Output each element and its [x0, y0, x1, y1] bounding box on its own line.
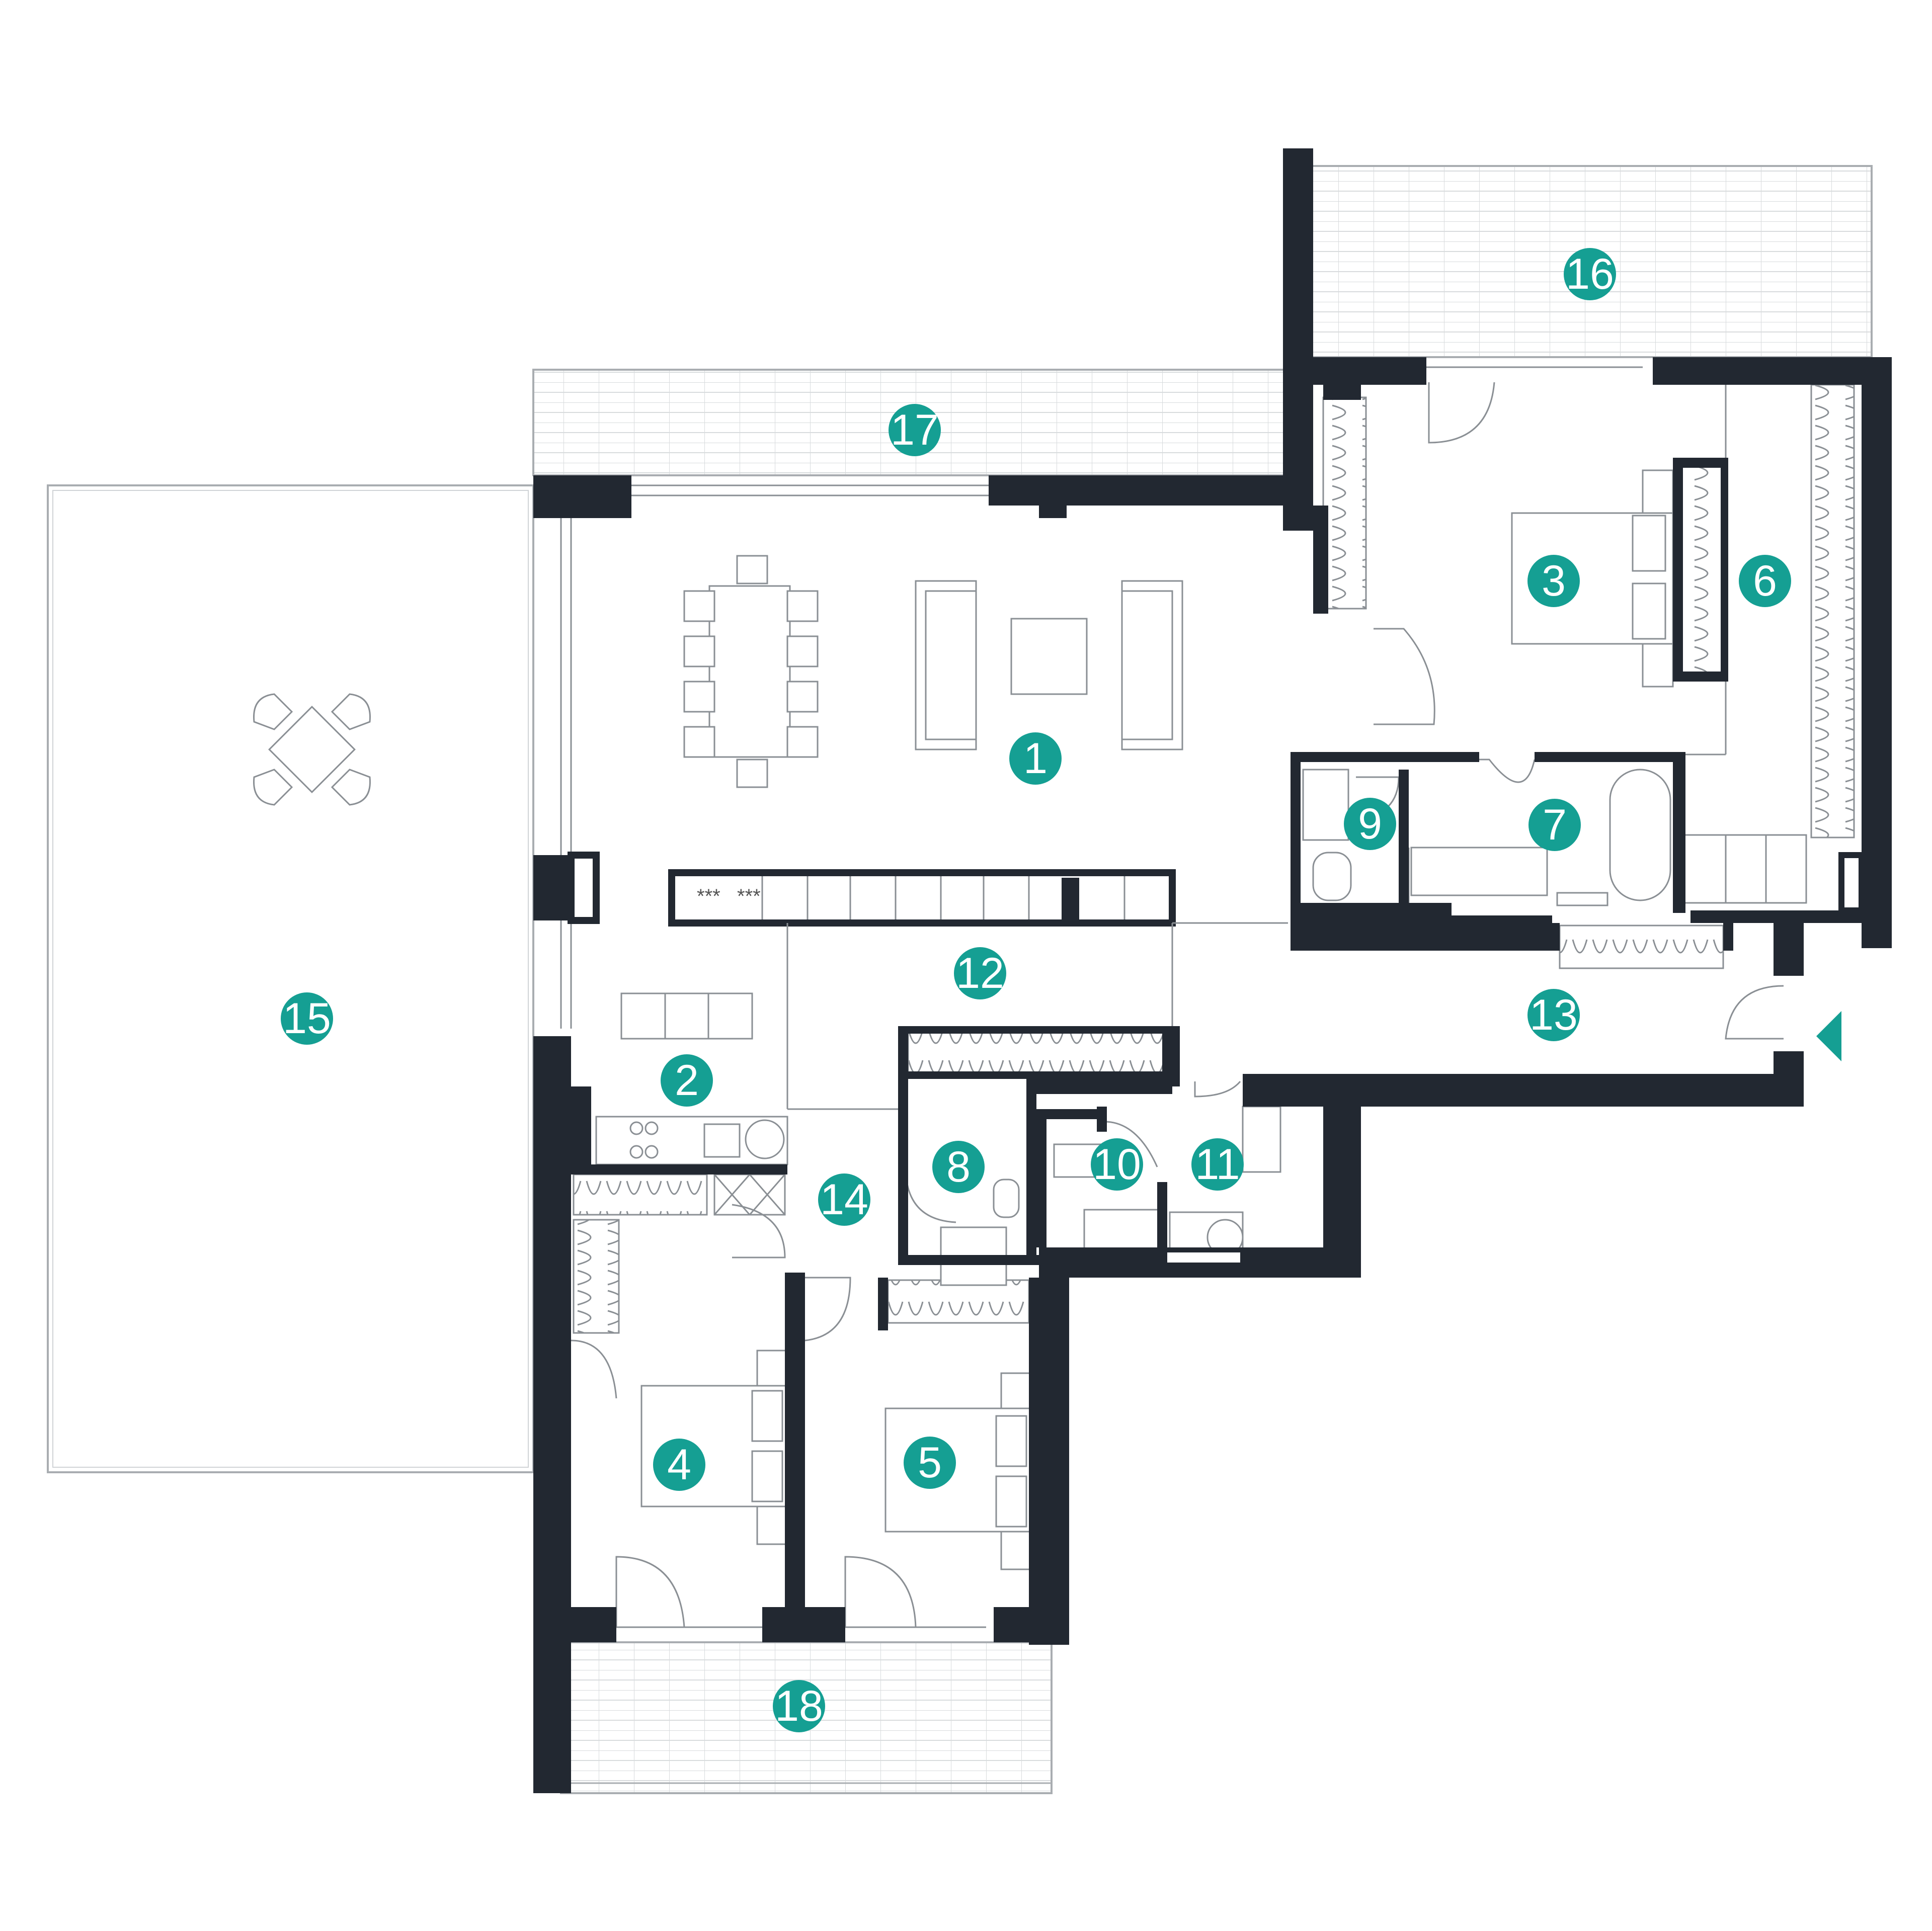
room-marker-3[interactable]: 3	[1527, 555, 1580, 607]
svg-text:7: 7	[1543, 801, 1567, 849]
room-marker-6[interactable]: 6	[1739, 555, 1791, 607]
terrace-15	[47, 484, 534, 1473]
kitchen-cabinet-row: *** ***	[668, 869, 1176, 927]
kitchen-fixtures	[595, 992, 788, 1165]
room-marker-16[interactable]: 16	[1564, 248, 1616, 300]
svg-text:1: 1	[1023, 734, 1048, 783]
interior-lines	[560, 366, 1727, 1628]
svg-text:5: 5	[918, 1439, 942, 1487]
svg-text:13: 13	[1530, 991, 1578, 1039]
room-marker-14[interactable]: 14	[818, 1173, 870, 1226]
svg-text:18: 18	[775, 1682, 823, 1730]
svg-text:***: ***	[697, 885, 720, 907]
room-marker-8[interactable]: 8	[932, 1141, 985, 1193]
room-marker-15[interactable]: 15	[281, 992, 333, 1045]
svg-text:6: 6	[1753, 557, 1777, 605]
svg-text:12: 12	[956, 949, 1004, 997]
room-marker-7[interactable]: 7	[1528, 799, 1581, 851]
triangle-arrow-icon	[1816, 1011, 1841, 1061]
walls	[533, 148, 1892, 1793]
svg-text:10: 10	[1093, 1140, 1141, 1189]
room-marker-11[interactable]: 11	[1191, 1138, 1244, 1191]
room-marker-1[interactable]: 1	[1009, 732, 1062, 785]
room-marker-18[interactable]: 18	[773, 1680, 825, 1732]
svg-text:14: 14	[820, 1176, 868, 1224]
bed-room-5	[884, 1372, 1032, 1570]
door-swings[interactable]	[571, 382, 1784, 1628]
room-marker-2[interactable]: 2	[661, 1054, 713, 1107]
svg-text:9: 9	[1358, 800, 1382, 848]
room-marker-13[interactable]: 13	[1527, 989, 1580, 1041]
svg-text:3: 3	[1542, 557, 1566, 605]
room-marker-9[interactable]: 9	[1344, 798, 1396, 850]
svg-text:***: ***	[737, 885, 761, 907]
room-marker-5[interactable]: 5	[904, 1437, 956, 1489]
room-markers: 1 2 3 4 5 6 7 8 9 10 11 12 13 14 15 16 1…	[281, 248, 1791, 1732]
room-marker-10[interactable]: 10	[1091, 1138, 1143, 1191]
svg-text:16: 16	[1566, 250, 1614, 298]
svg-text:2: 2	[675, 1056, 699, 1105]
svg-text:11: 11	[1195, 1140, 1240, 1189]
room-marker-17[interactable]: 17	[889, 404, 941, 456]
svg-text:15: 15	[283, 994, 331, 1043]
terrace-16	[1310, 165, 1873, 358]
room-marker-4[interactable]: 4	[653, 1439, 705, 1491]
room-marker-12[interactable]: 12	[954, 947, 1006, 999]
svg-text:4: 4	[667, 1441, 691, 1489]
dining-set	[683, 555, 819, 788]
outdoor-table-set	[253, 693, 371, 806]
living-sofas	[915, 580, 1183, 750]
svg-text:17: 17	[891, 406, 939, 454]
svg-text:8: 8	[946, 1143, 971, 1191]
